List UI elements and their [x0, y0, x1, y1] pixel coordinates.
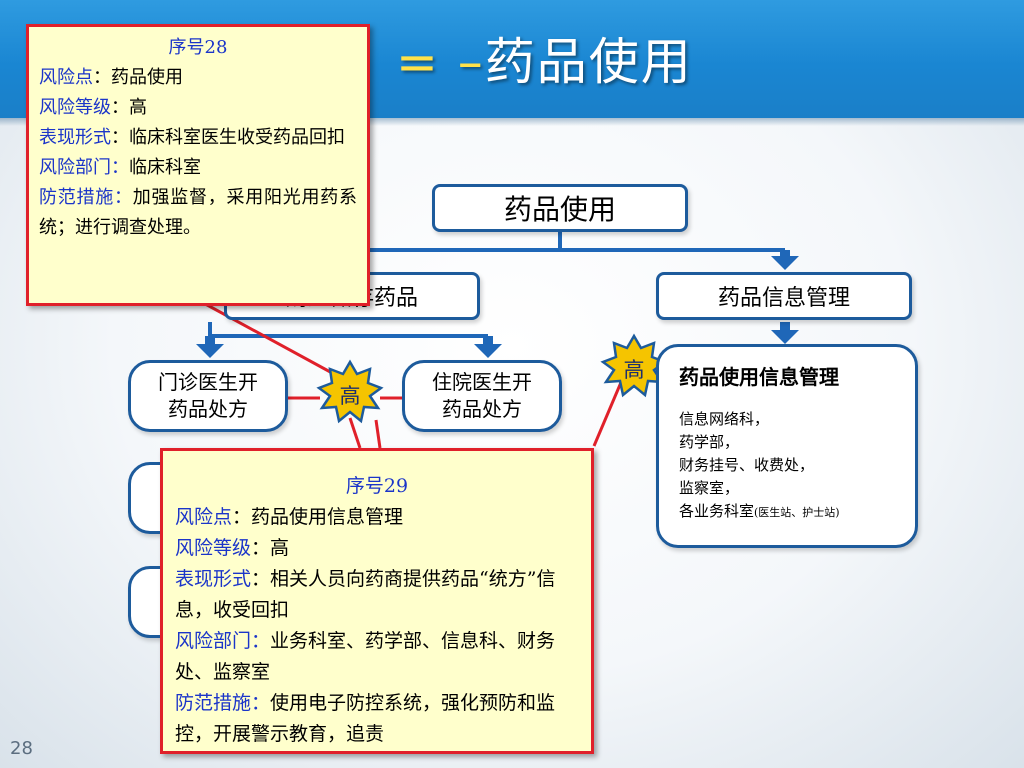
info-dept-note: (医生站、护士站) [754, 506, 840, 519]
right-branch-node: 药品信息管理 [656, 272, 912, 320]
callout-value: ：相关人员向药商提供药品“统方”信息，收受回扣 [175, 568, 556, 621]
risk-callout-29: 序号29 风险点：药品使用信息管理 风险等级：高 表现形式：相关人员向药商提供药… [160, 448, 594, 754]
callout-label: 风险点 [175, 506, 233, 528]
callout-dept: 风险部门：临床科室 [39, 153, 357, 183]
callout-heading: 序号29 [345, 475, 409, 497]
title-text: 药品使用 [484, 33, 693, 91]
callout-risk-level: 风险等级：高 [39, 93, 357, 123]
info-dept: 监察室， [679, 479, 740, 497]
inpatient-line-1: 住院医生开 [432, 370, 532, 394]
root-node: 药品使用 [432, 184, 688, 232]
callout-value: ：药品使用 [93, 67, 183, 88]
info-management-node: 药品使用信息管理 信息网络科， 药学部， 财务挂号、收费处， 监察室， 各业务科… [656, 344, 918, 548]
callout-value: ：高 [111, 97, 147, 118]
inpatient-line-2: 药品处方 [442, 397, 522, 421]
callout-label: 风险部门： [39, 157, 129, 178]
callout-label: 风险等级 [175, 537, 252, 559]
right-branch-label: 药品信息管理 [717, 286, 850, 311]
info-dept: 财务挂号、收费处， [679, 456, 815, 474]
info-management-title: 药品使用信息管理 [679, 365, 839, 389]
header-shadow [0, 118, 1024, 126]
outpatient-prescription-node: 门诊医生开 药品处方 [128, 360, 288, 432]
callout-risk-level: 风险等级：高 [175, 533, 579, 564]
outpatient-line-1: 门诊医生开 [158, 370, 258, 394]
callout-label: 风险部门： [175, 630, 271, 652]
callout-measure: 防范措施：加强监督，采用阳光用药系统；进行调查处理。 [39, 183, 357, 243]
root-node-label: 药品使用 [503, 193, 616, 226]
slide-title: = –药品使用 [396, 22, 693, 92]
callout-measure: 防范措施：使用电子防控系统，强化预防和监控，开展警示教育，追责 [175, 688, 579, 750]
callout-value: 加强监督，采用阳光用药系统；进行调查处理。 [39, 187, 357, 238]
callout-form: 表现形式：相关人员向药商提供药品“统方”信息，收受回扣 [175, 564, 579, 626]
title-prefix: = – [396, 33, 485, 91]
callout-form: 表现形式：临床科室医生收受药品回扣 [39, 123, 357, 153]
callout-risk-point: 风险点：药品使用 [39, 63, 357, 93]
callout-dept: 风险部门：业务科室、药学部、信息科、财务处、监察室 [175, 626, 579, 688]
callout-value: ：药品使用信息管理 [232, 506, 404, 528]
info-dept: 药学部， [679, 433, 740, 451]
inpatient-prescription-node: 住院医生开 药品处方 [402, 360, 562, 432]
callout-label: 防范措施： [175, 692, 271, 714]
risk-callout-28: 序号28 风险点：药品使用 风险等级：高 表现形式：临床科室医生收受药品回扣 风… [26, 24, 370, 306]
callout-value: ：临床科室医生收受药品回扣 [111, 127, 345, 148]
callout-value: 使用电子防控系统，强化预防和监控，开展警示教育，追责 [175, 692, 556, 745]
callout-heading: 序号28 [168, 37, 228, 58]
risk-badge-label: 高 [623, 358, 645, 382]
callout-label: 表现形式 [39, 127, 111, 148]
callout-label: 风险点 [39, 67, 93, 88]
risk-badge-label: 高 [339, 384, 361, 408]
outpatient-line-2: 药品处方 [168, 397, 248, 421]
callout-label: 风险等级 [39, 97, 111, 118]
callout-risk-point: 风险点：药品使用信息管理 [175, 502, 579, 533]
callout-value: 临床科室 [129, 157, 201, 178]
info-dept-main: 各业务科室 [679, 502, 755, 520]
info-dept: 信息网络科， [679, 410, 770, 428]
callout-value: 业务科室、药学部、信息科、财务处、监察室 [175, 630, 556, 683]
callout-value: ：高 [251, 537, 290, 559]
callout-label: 表现形式 [175, 568, 252, 590]
info-dept-last: 各业务科室(医生站、护士站) [679, 500, 915, 524]
callout-label: 防范措施： [39, 187, 133, 208]
page-number: 28 [10, 738, 33, 759]
